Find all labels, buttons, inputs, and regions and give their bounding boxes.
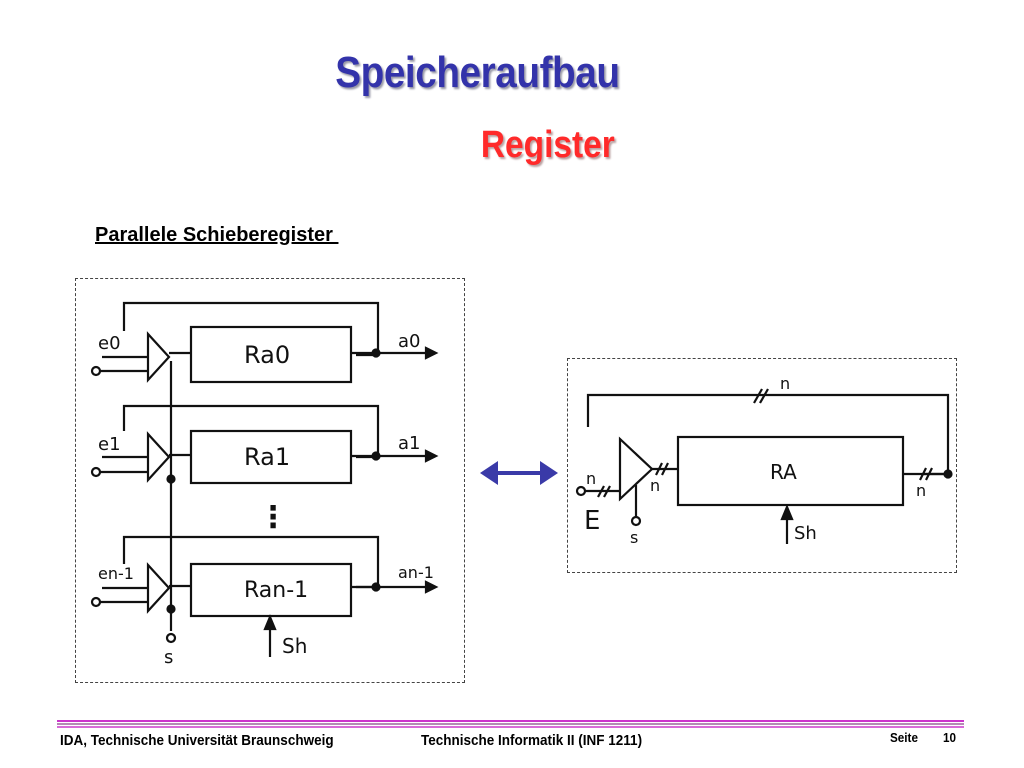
shift-sh-label: Sh	[794, 523, 817, 544]
footer-page-label: Seite	[890, 730, 918, 745]
slide-subtitle: Register	[480, 124, 615, 166]
bus-width-top-label: n	[780, 374, 790, 393]
register-ra-label: RA	[770, 460, 797, 484]
footer-rule-shadow	[57, 723, 964, 725]
parallel-register-diagram: e0 e1 en-1 Ra0 Ra1 Ran-1 a0 a1 an-1 ⋮ s …	[75, 278, 465, 683]
input-e-label: E	[584, 506, 600, 536]
footer-course: Technische Informatik II (INF 1211)	[421, 732, 643, 749]
bus-width-output-label: n	[916, 481, 926, 500]
ellipsis: ⋮	[258, 500, 288, 535]
section-heading: Parallele Schieberegister	[95, 224, 339, 246]
bus-width-input-label: n	[586, 469, 596, 488]
register-ra1-label: Ra1	[244, 443, 290, 471]
select-s-label: s	[164, 647, 173, 668]
input-e1-label: e1	[98, 434, 121, 455]
footer-rule-top	[57, 720, 964, 722]
output-a1-label: a1	[398, 433, 420, 454]
parallel-register-schematic: e0 e1 en-1 Ra0 Ra1 Ran-1 a0 a1 an-1 ⋮ s …	[90, 301, 439, 668]
equivalence-arrow	[480, 461, 558, 485]
footer-rule-bottom	[57, 726, 964, 728]
register-ra0-label: Ra0	[244, 341, 290, 369]
compact-register-schematic: n n n n E s RA Sh	[575, 374, 953, 547]
shift-sh-label: Sh	[282, 634, 307, 658]
output-a0-label: a0	[398, 331, 420, 352]
slide-title: Speicheraufbau	[335, 48, 620, 97]
select-s-label: s	[630, 528, 638, 547]
bus-width-driver-label: n	[650, 476, 660, 495]
compact-register-diagram: n n n n E s RA Sh	[567, 358, 957, 573]
input-e0-label: e0	[98, 333, 121, 354]
register-ran-1-label: Ran-1	[244, 578, 308, 603]
footer-institution: IDA, Technische Universität Braunschweig	[60, 732, 334, 749]
footer-page-number: 10	[943, 730, 957, 745]
input-en-1-label: en-1	[98, 564, 134, 583]
output-an-1-label: an-1	[398, 563, 434, 582]
